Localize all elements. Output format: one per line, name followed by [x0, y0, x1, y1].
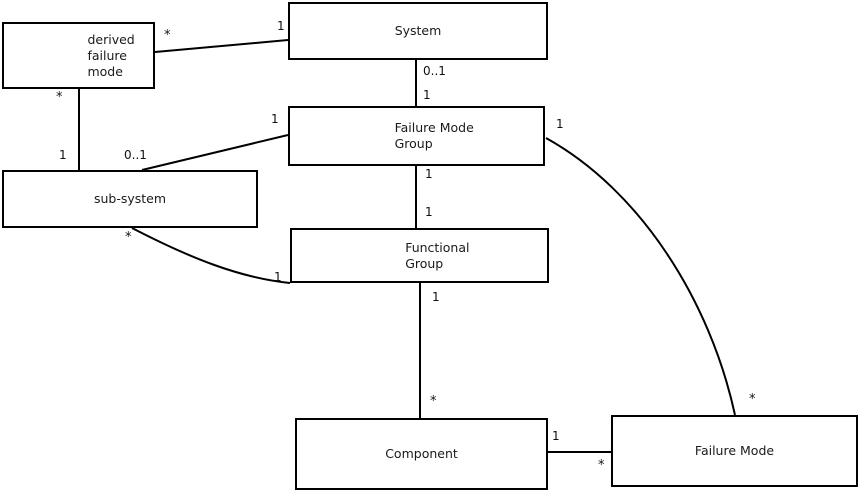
class-label-functional-group: Functional Group: [405, 239, 470, 271]
multiplicity-derived-failure-mode-to-system-target: 1: [277, 19, 285, 33]
class-box-failure-mode[interactable]: Failure Mode: [611, 415, 858, 487]
multiplicity-failure-mode-group-to-sub-system-target: 0..1: [124, 148, 147, 162]
multiplicity-sub-system-to-functional-group-source: *: [125, 230, 132, 245]
multiplicity-derived-failure-mode-to-sub-system-source: *: [56, 90, 63, 105]
edge-sub-system-functional-group: [131, 227, 291, 284]
multiplicity-failure-mode-group-to-functional-group-target: 1: [425, 205, 433, 219]
class-box-system[interactable]: System: [288, 2, 548, 60]
multiplicity-functional-group-to-component-source: 1: [432, 290, 440, 304]
multiplicity-failure-mode-group-to-sub-system-source: 1: [271, 112, 279, 126]
multiplicity-failure-mode-group-to-failure-mode-target: *: [749, 392, 756, 407]
multiplicity-sub-system-to-functional-group-target: 1: [274, 270, 282, 284]
class-label-component: Component: [385, 446, 458, 461]
multiplicity-failure-mode-group-to-functional-group-source: 1: [425, 167, 433, 181]
class-box-component[interactable]: Component: [295, 418, 548, 490]
multiplicity-component-to-failure-mode-target: *: [598, 458, 605, 473]
multiplicity-component-to-failure-mode-source: 1: [552, 429, 560, 443]
edge-failure-mode-group-failure-mode: [545, 137, 736, 416]
class-label-failure-mode-group: Failure Mode Group: [394, 120, 474, 151]
multiplicity-system-to-failure-mode-group-target: 1: [423, 88, 431, 102]
multiplicity-functional-group-to-component-target: *: [430, 394, 437, 409]
class-label-derived-failure-mode: derived failure mode: [87, 31, 135, 79]
class-box-derived-failure-mode[interactable]: derived failure mode: [2, 22, 155, 89]
multiplicity-failure-mode-group-to-failure-mode-source: 1: [556, 117, 564, 131]
edge-derived-failure-mode-system: [154, 39, 289, 53]
multiplicity-derived-failure-mode-to-sub-system-target: 1: [59, 148, 67, 162]
multiplicity-derived-failure-mode-to-system-source: *: [164, 28, 171, 43]
class-label-failure-mode: Failure Mode: [694, 443, 775, 458]
class-label-system: System: [394, 23, 442, 38]
class-label-sub-system: sub-system: [93, 191, 167, 206]
class-box-sub-system[interactable]: sub-system: [2, 170, 258, 228]
class-box-functional-group[interactable]: Functional Group: [290, 228, 549, 283]
edge-failure-mode-group-sub-system: [141, 134, 289, 171]
multiplicity-system-to-failure-mode-group-source: 0..1: [423, 64, 446, 78]
class-box-failure-mode-group[interactable]: Failure Mode Group: [288, 106, 545, 166]
